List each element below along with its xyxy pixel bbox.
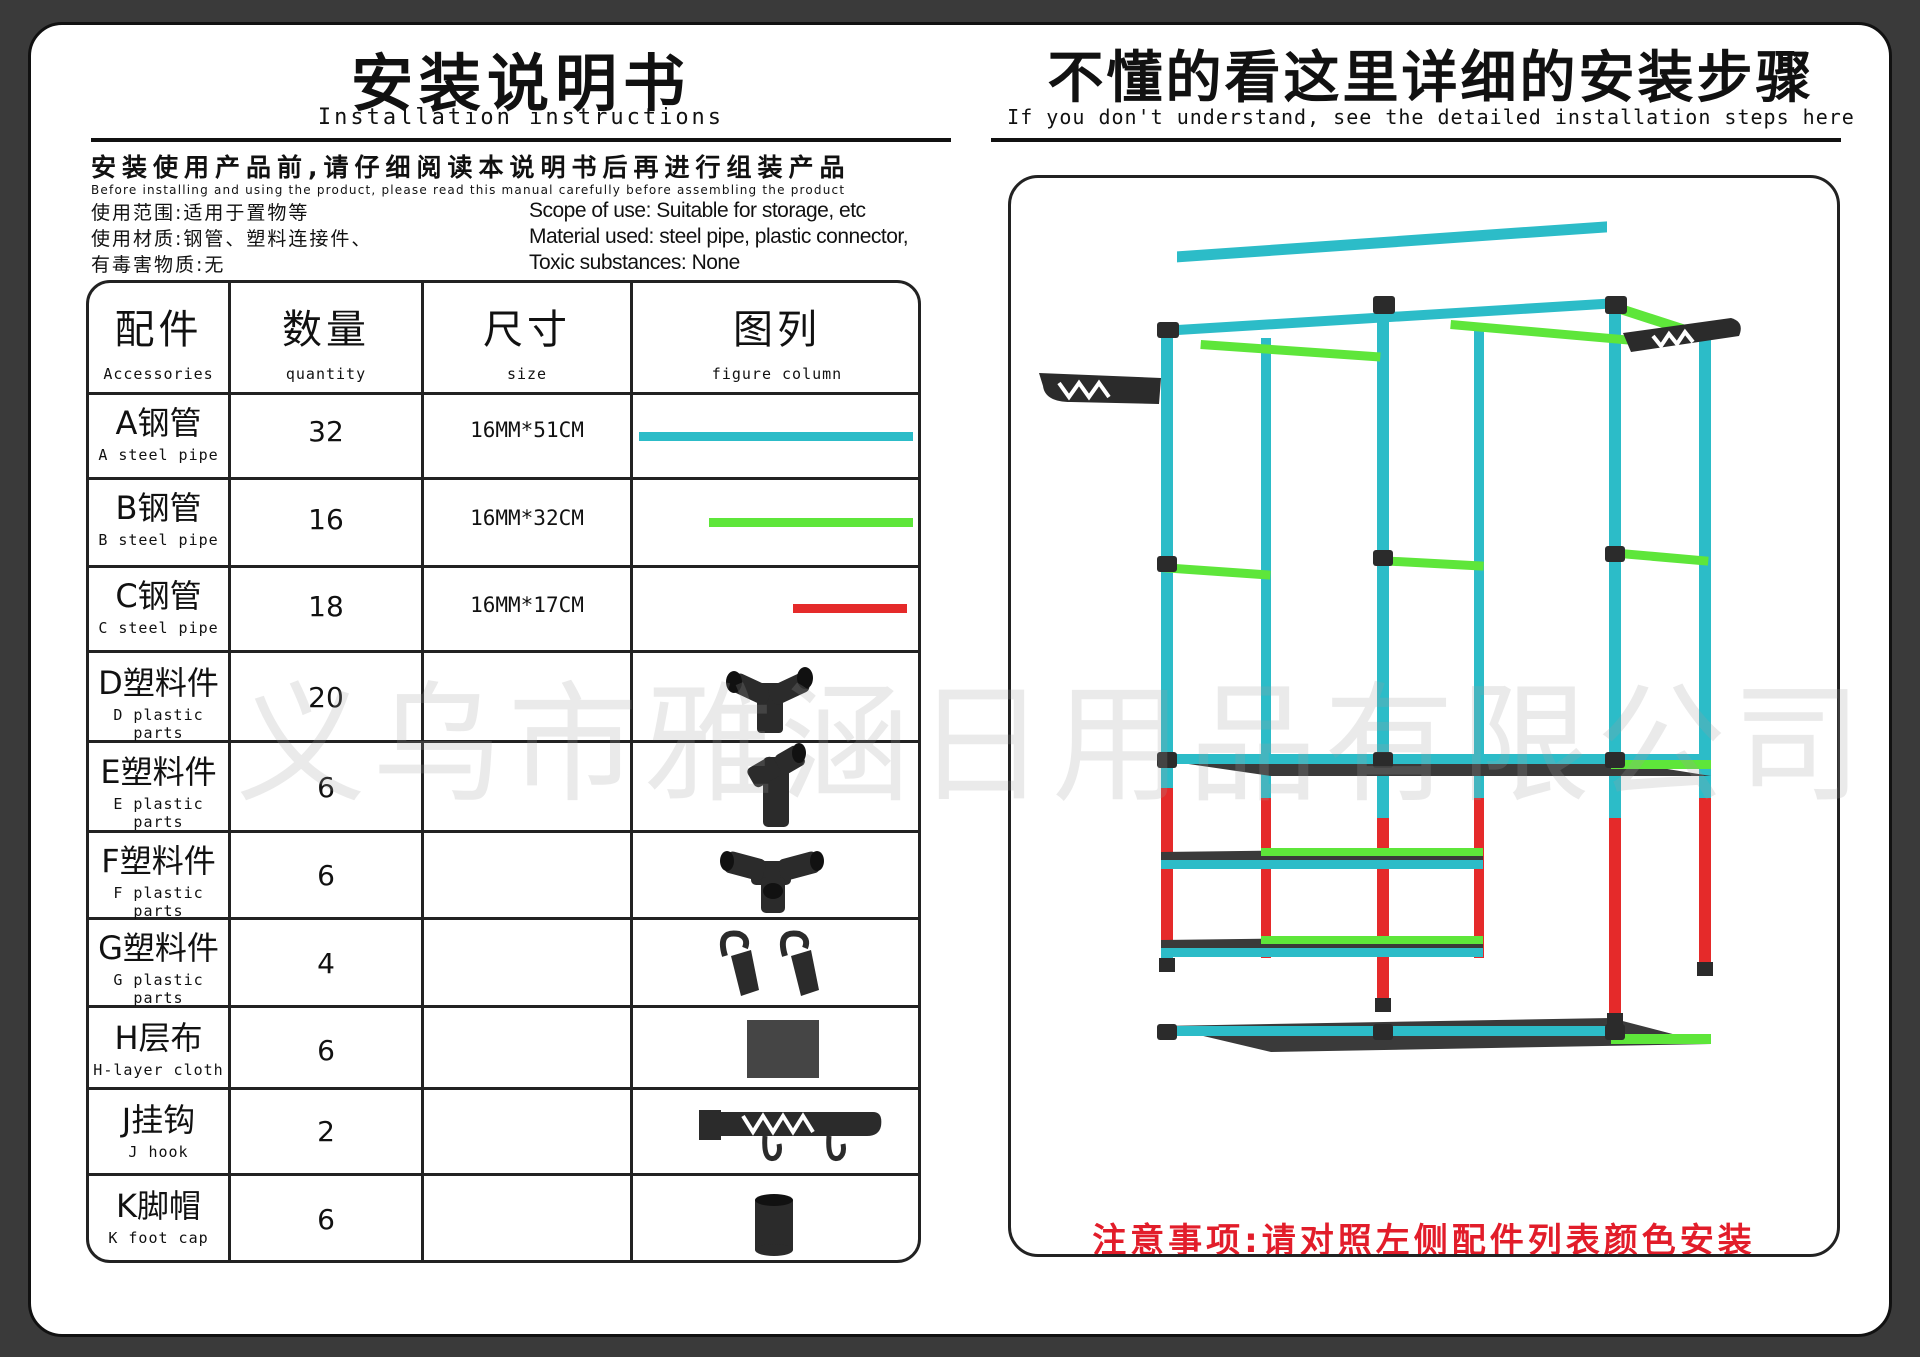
row-f-quantity: 6 — [317, 859, 335, 892]
table-row-divider — [89, 392, 918, 395]
table-divider — [228, 283, 231, 1260]
row-a-size: 16MM*51CM — [470, 418, 584, 442]
row-c-accessory: C钢管 C steel pipe — [89, 571, 228, 637]
header-size-cn: 尺寸 — [483, 307, 571, 353]
row-d-accessory: D塑料件 D plastic parts — [89, 658, 228, 742]
rack-illustration — [1039, 221, 1741, 1052]
row-e-name: E塑料件 — [100, 753, 217, 791]
manual-title: 安装说明书 — [350, 47, 691, 120]
accessories-table: 配件 Accessories 数量 quantity 尺寸 size 图列 fi… — [86, 280, 921, 1263]
row-g-quantity: 4 — [317, 947, 335, 980]
row-h-quantity: 6 — [317, 1034, 335, 1067]
row-b-accessory: B钢管 B steel pipe — [89, 483, 228, 549]
header-quantity-en: quantity — [285, 365, 367, 383]
toxic-cn: 有毒害物质:无 — [91, 254, 226, 276]
toxic-en: Toxic substances: None — [529, 251, 740, 274]
header-accessories-cn: 配件 — [114, 307, 203, 353]
scope-en: Scope of use: Suitable for storage, etc — [529, 199, 866, 222]
row-e-quantity: 6 — [317, 771, 335, 804]
header-accessories: 配件 Accessories — [89, 297, 228, 383]
table-row-divider — [89, 1087, 918, 1090]
cloth-panel-icon — [633, 1008, 918, 1087]
row-k-accessory: K脚帽 K foot cap — [89, 1181, 228, 1247]
material-cn: 使用材质:钢管、塑料连接件、 — [91, 228, 373, 250]
row-c-name-en: C steel pipe — [98, 619, 219, 637]
row-e-name-en: E plastic parts — [113, 795, 204, 831]
hook-clips-icon — [633, 920, 918, 1005]
row-j-name: J挂钩 — [121, 1101, 196, 1139]
row-h-accessory: H层布 H-layer cloth — [89, 1013, 228, 1079]
table-row-divider — [89, 830, 918, 833]
row-c-name: C钢管 — [115, 577, 202, 615]
row-a-name-en: A steel pipe — [98, 446, 219, 464]
row-b-name: B钢管 — [115, 489, 202, 527]
figure-green-pipe — [633, 480, 918, 565]
table-divider — [630, 283, 633, 1260]
header-size: 尺寸 size — [424, 297, 630, 383]
steps-title: 不懂的看这里详细的安装步骤 — [1047, 46, 1815, 111]
steps-subtitle: If you don't understand, see the detaile… — [1007, 105, 1855, 129]
right-header-rule — [991, 138, 1841, 142]
rack-assembly-diagram: 注意事项:请对照左侧配件列表颜色安装 — [1008, 175, 1840, 1257]
intro-line: 安装使用产品前,请仔细阅读本说明书后再进行组装产品 — [91, 153, 851, 182]
header-quantity-cn: 数量 — [282, 307, 370, 353]
table-row-divider — [89, 477, 918, 480]
row-j-quantity: 2 — [317, 1115, 335, 1148]
row-d-name-en: D plastic parts — [113, 706, 204, 742]
row-d-quantity: 20 — [308, 681, 344, 714]
four-way-connector-icon — [633, 833, 918, 917]
row-k-name: K脚帽 — [116, 1187, 201, 1225]
row-c-size: 16MM*17CM — [470, 593, 584, 617]
row-h-name-en: H-layer cloth — [93, 1061, 224, 1079]
row-h-name: H层布 — [114, 1019, 203, 1057]
intro-line-en: Before installing and using the product,… — [91, 183, 846, 197]
row-a-accessory: A钢管 A steel pipe — [89, 398, 228, 464]
row-b-size: 16MM*32CM — [470, 506, 584, 530]
row-c-quantity: 18 — [308, 590, 344, 623]
row-a-name: A钢管 — [115, 404, 202, 442]
table-row-divider — [89, 1173, 918, 1176]
instruction-sheet: 安装说明书 Installation instructions 不懂的看这里详细… — [28, 22, 1892, 1337]
header-figure-en: figure column — [711, 365, 843, 383]
row-d-name: D塑料件 — [98, 664, 219, 702]
table-row-divider — [89, 1005, 918, 1008]
side-hook-icon — [633, 1090, 918, 1173]
figure-cyan-pipe — [633, 395, 918, 477]
row-g-name-en: G plastic parts — [113, 971, 204, 1007]
row-e-accessory: E塑料件 E plastic parts — [89, 747, 228, 831]
header-accessories-en: Accessories — [103, 365, 214, 383]
left-header-rule — [91, 138, 951, 142]
row-f-accessory: F塑料件 F plastic parts — [89, 836, 228, 920]
notice-text: 注意事项:请对照左侧配件列表颜色安装 — [1092, 1221, 1756, 1257]
manual-subtitle: Installation instructions — [317, 105, 725, 130]
row-k-quantity: 6 — [317, 1203, 335, 1236]
three-way-connector-icon — [633, 653, 918, 740]
table-row-divider — [89, 565, 918, 568]
figure-red-pipe — [633, 568, 918, 650]
row-f-name-en: F plastic parts — [113, 884, 204, 920]
row-g-name: G塑料件 — [98, 929, 219, 967]
table-row-divider — [89, 740, 918, 743]
row-j-name-en: J hook — [128, 1143, 189, 1161]
header-quantity: 数量 quantity — [231, 297, 421, 383]
row-j-accessory: J挂钩 J hook — [89, 1095, 228, 1161]
row-f-name: F塑料件 — [101, 842, 216, 880]
row-b-name-en: B steel pipe — [98, 531, 219, 549]
material-en: Material used: steel pipe, plastic conne… — [529, 225, 909, 248]
row-b-quantity: 16 — [308, 503, 344, 536]
table-row-divider — [89, 917, 918, 920]
table-row-divider — [89, 650, 918, 653]
header-figure-cn: 图列 — [733, 307, 821, 353]
header-figure: 图列 figure column — [633, 297, 918, 383]
row-a-quantity: 32 — [308, 415, 344, 448]
row-k-name-en: K foot cap — [108, 1229, 209, 1247]
foot-cap-icon — [633, 1176, 918, 1260]
tee-connector-icon — [633, 743, 918, 830]
scope-cn: 使用范围:适用于置物等 — [91, 202, 310, 224]
table-divider — [421, 283, 424, 1260]
row-g-accessory: G塑料件 G plastic parts — [89, 923, 228, 1007]
header-size-en: size — [506, 365, 548, 383]
